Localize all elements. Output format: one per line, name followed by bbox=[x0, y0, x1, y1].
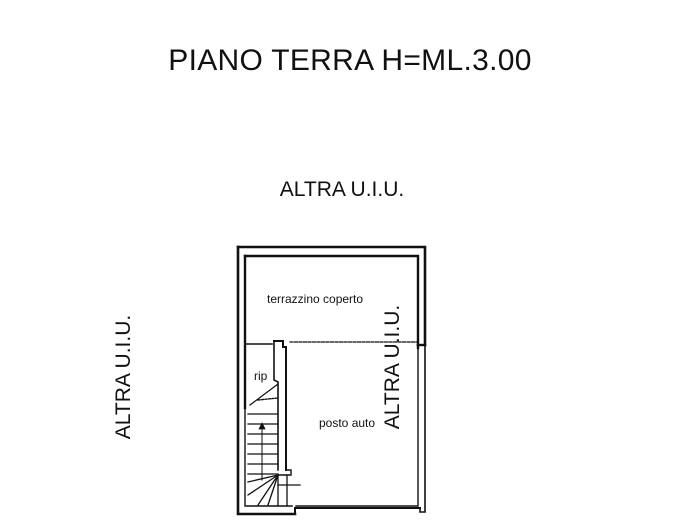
staircase bbox=[247, 383, 301, 507]
floor-title: PIANO TERRA H=ML.3.00 bbox=[168, 44, 532, 77]
room-label-parking: posto auto bbox=[319, 416, 376, 430]
outer-wall bbox=[236, 245, 427, 516]
room-label-terrace: terrazzino coperto bbox=[267, 292, 364, 306]
room-label-storage: rip bbox=[254, 369, 268, 383]
terrace-divider bbox=[244, 341, 419, 345]
neighbor-label-top: ALTRA U.I.U. bbox=[279, 178, 405, 201]
stair-partition bbox=[273, 340, 292, 476]
inner-wall bbox=[243, 254, 427, 507]
